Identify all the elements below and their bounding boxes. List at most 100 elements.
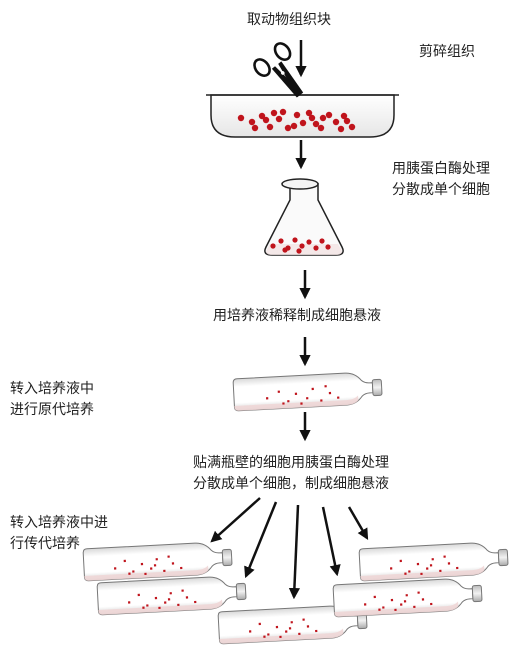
cell: [290, 621, 293, 624]
tissue-piece: [317, 124, 325, 132]
cell: [158, 606, 161, 610]
cell: [194, 600, 197, 604]
cell: [315, 629, 318, 633]
cell: [292, 237, 298, 243]
cell: [282, 402, 285, 405]
culture-flask-icon: [358, 540, 509, 582]
tissue-piece: [332, 118, 340, 126]
cell: [302, 618, 305, 621]
step-label-adherent-2: 分散成单个细胞，制成细胞悬液: [193, 476, 389, 492]
step-label-dilute: 用培养液稀释制成细胞悬液: [213, 308, 381, 324]
erlenmeyer-flask-icon: [264, 178, 344, 256]
cell: [123, 559, 126, 563]
cell: [443, 555, 446, 558]
cell: [373, 595, 376, 599]
cell: [270, 243, 276, 249]
step-label-subculture-1: 转入培养液中进: [10, 515, 108, 531]
cell: [337, 396, 340, 399]
cell: [285, 630, 288, 633]
cell: [382, 606, 385, 609]
cell: [416, 562, 420, 566]
cell: [128, 601, 131, 604]
cell: [163, 569, 166, 573]
cell: [294, 392, 298, 395]
step-label-trypsin-2: 分散成单个细胞: [392, 182, 490, 198]
cell: [181, 589, 184, 592]
cell: [263, 635, 266, 638]
cell: [394, 608, 397, 612]
step-label-subculture-2: 行传代培养: [10, 536, 80, 552]
step-label-adherent-1: 贴满瓶壁的细胞用胰蛋白酶处理: [193, 455, 389, 471]
cell: [169, 592, 172, 595]
culture-flask-icon: [332, 576, 483, 618]
cell: [180, 566, 183, 570]
cell: [400, 603, 403, 606]
arrow-fan-3: [288, 504, 301, 600]
cell: [279, 635, 282, 639]
tissue-piece: [248, 118, 256, 126]
tissue-piece: [262, 116, 270, 124]
cell: [140, 562, 144, 566]
step-label-primary-1: 转入培养液中: [10, 381, 94, 397]
tissue-piece: [319, 114, 327, 122]
cell: [447, 562, 451, 565]
cell: [277, 390, 280, 393]
cell: [324, 385, 327, 388]
cell: [296, 248, 302, 254]
cell: [299, 243, 305, 249]
cell: [328, 391, 332, 395]
cell: [421, 598, 425, 601]
cell: [420, 572, 423, 576]
scissors-icon: [253, 42, 304, 98]
cell: [325, 244, 331, 250]
petri-dish-icon: [206, 94, 399, 138]
cell: [128, 572, 131, 575]
cell: [142, 606, 145, 609]
tissue-piece: [293, 111, 301, 119]
cell: [282, 247, 288, 253]
cell: [144, 572, 147, 576]
cell: [146, 604, 149, 607]
step-label-mince: 剪碎组织: [419, 44, 475, 60]
tissue-piece: [237, 114, 245, 122]
cell: [164, 601, 167, 604]
cell: [313, 245, 319, 251]
cell: [319, 238, 325, 244]
cell: [439, 569, 442, 573]
tissue-piece: [258, 112, 266, 120]
cell: [378, 608, 381, 611]
cell: [298, 632, 301, 636]
tissue-piece: [305, 109, 313, 117]
cell: [306, 239, 312, 245]
cell: [300, 402, 303, 405]
arrow-fan-1: [210, 497, 261, 543]
tissue-piece: [270, 109, 278, 117]
cell: [275, 625, 279, 629]
cell: [287, 400, 290, 403]
cell: [267, 633, 270, 636]
cell: [167, 598, 171, 601]
cell: [185, 596, 189, 599]
cell: [405, 594, 408, 597]
cell: [288, 627, 292, 630]
tissue-piece: [284, 124, 292, 132]
cell: [114, 567, 117, 570]
tissue-piece: [299, 119, 307, 127]
arrow-fan-2: [244, 501, 278, 579]
culture-flask-icon: [82, 540, 233, 582]
tissue-piece: [308, 114, 316, 122]
cell: [403, 600, 407, 603]
cell: [258, 622, 261, 626]
cell: [311, 387, 314, 391]
culture-flask-icon: [217, 603, 368, 645]
cell: [306, 625, 310, 628]
cell: [171, 562, 175, 565]
step-label-primary-2: 进行原代培养: [10, 402, 94, 418]
tissue-piece: [290, 122, 298, 130]
cell: [132, 570, 135, 573]
cell: [404, 572, 407, 575]
cell: [320, 399, 323, 402]
cell: [399, 559, 402, 563]
cell: [177, 603, 180, 607]
